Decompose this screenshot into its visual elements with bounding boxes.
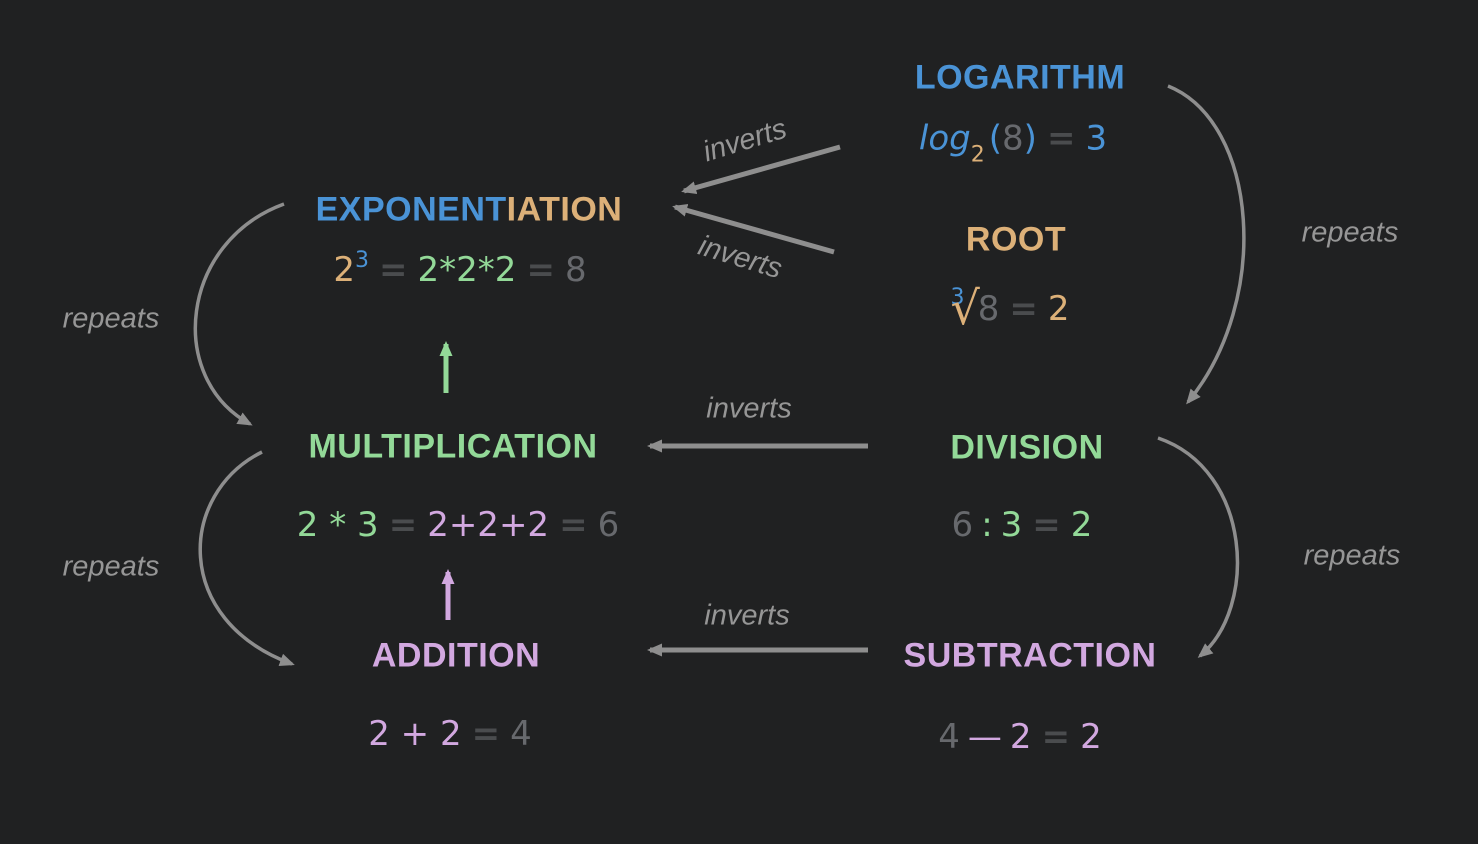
subtraction-title: SUBTRACTION [903,636,1157,675]
inverts-label-division: inverts [706,392,792,425]
power-equals-2: = [526,250,555,290]
log-result: 3 [1085,118,1108,159]
multiplication-formula: 2 * 3=2+2+2=6 [297,505,619,545]
subtraction-minuend: 4 [938,717,960,757]
power-expansion: 2*2*2 [417,250,517,290]
addition-equals: = [471,714,501,754]
multiplication-title: MULTIPLICATION [308,427,598,466]
inverts-label-logarithm: inverts [699,112,791,169]
subtraction-formula: 4—2=2 [938,717,1101,757]
log-open-paren: ( [988,118,1003,159]
root-index: 3 [950,285,965,310]
multiplication-equals-2: = [559,505,588,545]
subtraction-result: 2 [1080,717,1102,757]
division-title: DIVISION [950,428,1104,467]
repeats-arc-exponentiation-to-multiplication [193,202,285,426]
power-base: 2 [333,250,356,290]
addition-formula: 2 + 2=4 [368,714,532,754]
subtraction-operator: — [967,717,1002,757]
exponentiation-title: EXPONENTIATION [316,191,623,230]
division-result: 2 [1070,505,1093,545]
power-exponent: 3 [355,248,370,273]
root-equals: = [1009,289,1038,329]
repeats-arc-division-to-subtraction [1157,436,1240,658]
subtraction-subtrahend: 2 [1009,717,1032,757]
addition-sum: 2 + 2 [368,714,462,754]
inverts-label-root: inverts [694,229,786,286]
logarithm-formula: log2(8)=3 [919,119,1107,168]
exponentiation-title-blue-part: EXPONENT [315,190,507,229]
log-equals: = [1046,118,1076,159]
log-close-paren: ) [1023,118,1037,159]
root-result: 2 [1047,289,1070,329]
logarithm-title: LOGARITHM [914,58,1126,97]
addition-title: ADDITION [371,636,541,675]
log-argument: 8 [1002,118,1024,159]
repeats-label-exponentiation: repeats [62,302,160,335]
power-equals-1: = [379,250,408,290]
inverts-label-subtraction: inverts [704,599,790,632]
multiplication-expansion: 2+2+2 [427,505,550,545]
log-function: log [918,118,971,159]
multiplication-equals-1: = [388,505,418,545]
subtraction-equals: = [1041,717,1071,757]
division-dividend: 6 [951,505,974,545]
root-formula: 3√8=2 [950,281,1070,335]
exponentiation-title-tan-part: IATION [506,190,623,229]
repeats-arc-logarithm-to-division [1167,84,1246,405]
repeats-label-multiplication: repeats [62,550,160,583]
division-formula: 6:3=2 [952,505,1093,545]
division-equals: = [1032,505,1061,545]
exponentiation-formula: 23=2*2*2=8 [333,248,586,290]
root-title: ROOT [965,220,1067,259]
repeats-label-division: repeats [1303,539,1401,572]
multiplication-product: 2 * 3 [296,505,379,545]
radicand: 8 [977,289,1000,329]
repeats-arc-multiplication-to-addition [198,450,295,666]
power-result: 8 [564,250,587,290]
division-divisor: 3 [1000,505,1023,545]
division-operator: : [981,505,993,545]
addition-result: 4 [510,714,532,754]
multiplication-result: 6 [597,505,620,545]
log-base: 2 [970,142,985,168]
repeats-label-logarithm: repeats [1301,216,1399,249]
